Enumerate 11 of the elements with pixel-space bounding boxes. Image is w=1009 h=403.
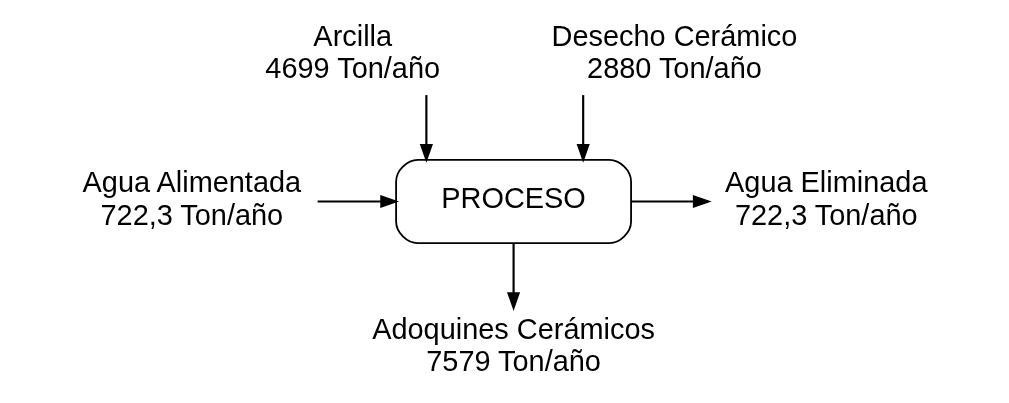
- node-text: Arcilla 4699 Ton/año: [264, 19, 440, 85]
- arrow: [506, 243, 520, 311]
- node-box: PROCESO: [394, 159, 632, 244]
- node-text: Desecho Cerámico 2880 Ton/año: [551, 19, 797, 85]
- arrow: [576, 95, 590, 163]
- arrow: [419, 95, 433, 163]
- arrow: [317, 194, 399, 209]
- node-text: Agua Alimentada 722,3 Ton/año: [82, 166, 301, 231]
- node-text: Adoquines Cerámicos 7579 Ton/año: [371, 312, 655, 378]
- node-text: Agua Eliminada 722,3 Ton/año: [724, 166, 928, 231]
- arrow: [631, 194, 712, 209]
